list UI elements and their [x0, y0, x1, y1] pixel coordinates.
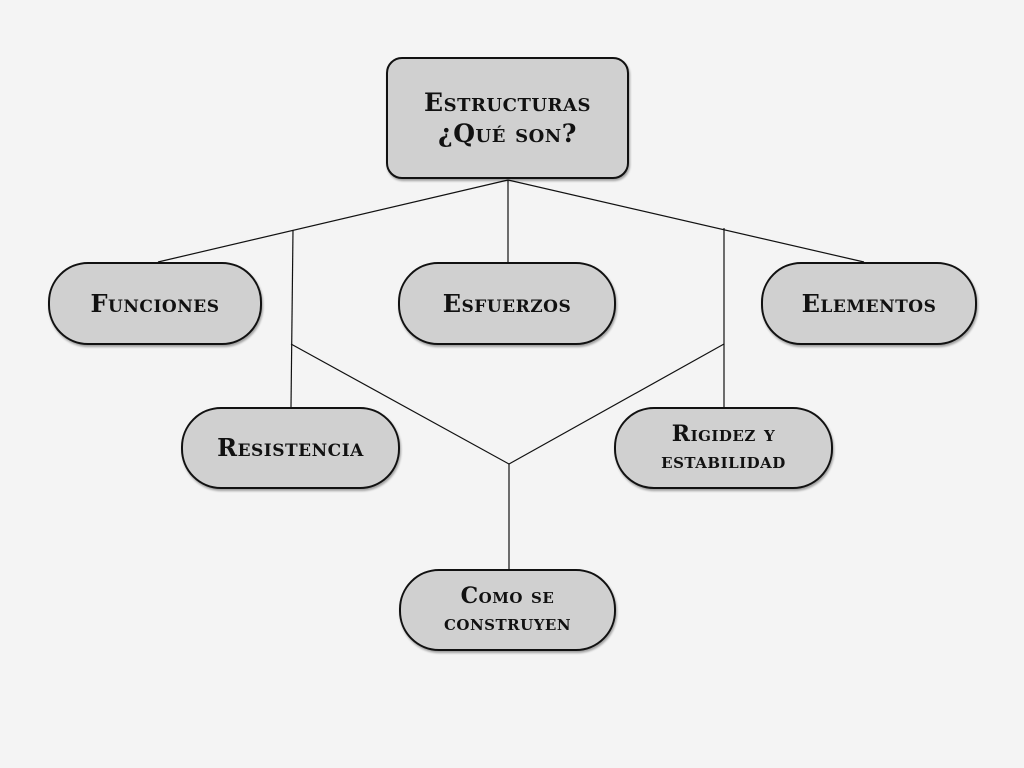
node-esfuerzos: Esfuerzos [398, 262, 616, 345]
link-root-elementos [507, 179, 865, 263]
link-branch-left-vertical [290, 229, 294, 408]
node-funciones: Funciones [48, 262, 262, 345]
node-funciones-label: Funciones [90, 288, 220, 318]
link-right-diagonal [508, 343, 725, 465]
node-como-se-construyen: Como se construyen [399, 569, 616, 651]
node-esfuerzos-label: Esfuerzos [442, 288, 572, 318]
node-rigidez-estabilidad: Rigidez y estabilidad [614, 407, 833, 489]
node-elementos-label: Elementos [801, 288, 937, 318]
node-como-label: Como se construyen [443, 582, 572, 637]
node-estructuras-label: Estructuras ¿Qué son? [424, 87, 591, 148]
node-elementos: Elementos [761, 262, 977, 345]
node-resistencia: Resistencia [181, 407, 400, 489]
node-resistencia-label: Resistencia [217, 433, 364, 462]
node-estructuras: Estructuras ¿Qué son? [386, 57, 629, 179]
node-rigidez-label: Rigidez y estabilidad [661, 420, 786, 475]
link-root-funciones [157, 179, 509, 263]
link-left-diagonal [290, 343, 510, 465]
